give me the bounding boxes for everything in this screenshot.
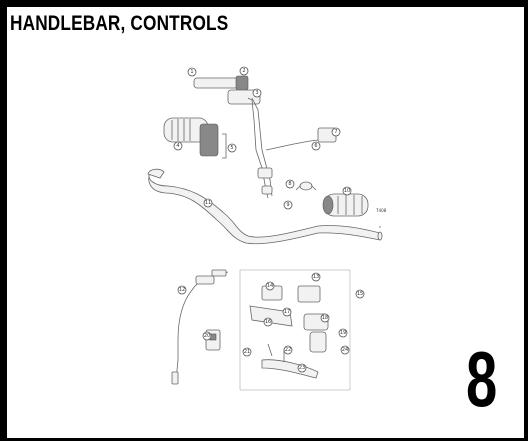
callout-marker: 8 bbox=[285, 179, 295, 189]
page-title: HANDLEBAR, CONTROLS bbox=[10, 12, 229, 35]
svg-text:15: 15 bbox=[357, 291, 363, 297]
callout-marker: 4 bbox=[173, 141, 183, 151]
callout-marker: 23 bbox=[297, 363, 307, 373]
callout-marker: 20 bbox=[202, 331, 212, 341]
callout-marker: 1 bbox=[187, 67, 197, 77]
svg-text:9: 9 bbox=[286, 202, 289, 208]
handlebar-pad-icon bbox=[147, 168, 165, 179]
callout-marker: 5 bbox=[227, 143, 237, 153]
callout-marker: 18 bbox=[320, 313, 330, 323]
callout-marker: 6 bbox=[311, 141, 321, 151]
svg-text:24: 24 bbox=[342, 347, 348, 353]
svg-text:21: 21 bbox=[244, 349, 250, 355]
svg-text:2: 2 bbox=[242, 68, 245, 74]
page-number: 8 bbox=[466, 335, 498, 423]
svg-text:8: 8 bbox=[288, 181, 291, 187]
callout-marker: 13 bbox=[311, 272, 321, 282]
callout-marker: 2 bbox=[239, 66, 249, 76]
svg-text:10: 10 bbox=[344, 188, 350, 194]
clutch-cable bbox=[171, 269, 229, 385]
callout-marker: 12 bbox=[177, 285, 187, 295]
callout-marker: 22 bbox=[283, 345, 293, 355]
svg-text:11: 11 bbox=[205, 200, 211, 206]
svg-text:12: 12 bbox=[179, 287, 185, 293]
svg-text:14: 14 bbox=[267, 283, 273, 289]
callout-marker: 7 bbox=[331, 127, 341, 137]
svg-text:13: 13 bbox=[313, 274, 319, 280]
svg-text:16: 16 bbox=[265, 319, 271, 325]
callout-marker: 9 bbox=[283, 200, 293, 210]
svg-text:3: 3 bbox=[255, 90, 258, 96]
svg-text:7: 7 bbox=[334, 129, 337, 135]
callouts: 1 2 3 4 5 6 7 8 9 10 11 12 13 14 15 16 1… bbox=[173, 66, 365, 373]
svg-text:17: 17 bbox=[284, 309, 290, 315]
spring-clip bbox=[295, 181, 317, 191]
svg-text:18: 18 bbox=[322, 315, 328, 321]
svg-text:6: 6 bbox=[314, 143, 317, 149]
part-code-label: 7408 bbox=[376, 208, 387, 213]
left-grip bbox=[163, 117, 227, 159]
svg-text:19: 19 bbox=[340, 330, 346, 336]
callout-marker: 16 bbox=[263, 317, 273, 327]
lever-assembly-box bbox=[239, 269, 351, 391]
svg-text:5: 5 bbox=[230, 145, 233, 151]
throttle-housing bbox=[193, 75, 273, 199]
callout-marker: 24 bbox=[340, 345, 350, 355]
svg-text:23: 23 bbox=[299, 365, 305, 371]
svg-text:20: 20 bbox=[204, 333, 210, 339]
svg-text:1: 1 bbox=[190, 69, 193, 75]
callout-marker: 19 bbox=[338, 328, 348, 338]
callout-marker: 17 bbox=[282, 307, 292, 317]
callout-marker: 14 bbox=[265, 281, 275, 291]
callout-marker: 3 bbox=[252, 88, 262, 98]
kill-switch bbox=[265, 127, 337, 151]
svg-text:4: 4 bbox=[176, 143, 179, 149]
callout-marker: 21 bbox=[242, 347, 252, 357]
callout-marker: 11 bbox=[203, 198, 213, 208]
right-grip bbox=[322, 193, 381, 228]
svg-text:22: 22 bbox=[285, 347, 291, 353]
callout-marker: 10 bbox=[342, 186, 352, 196]
callout-marker: 15 bbox=[355, 289, 365, 299]
